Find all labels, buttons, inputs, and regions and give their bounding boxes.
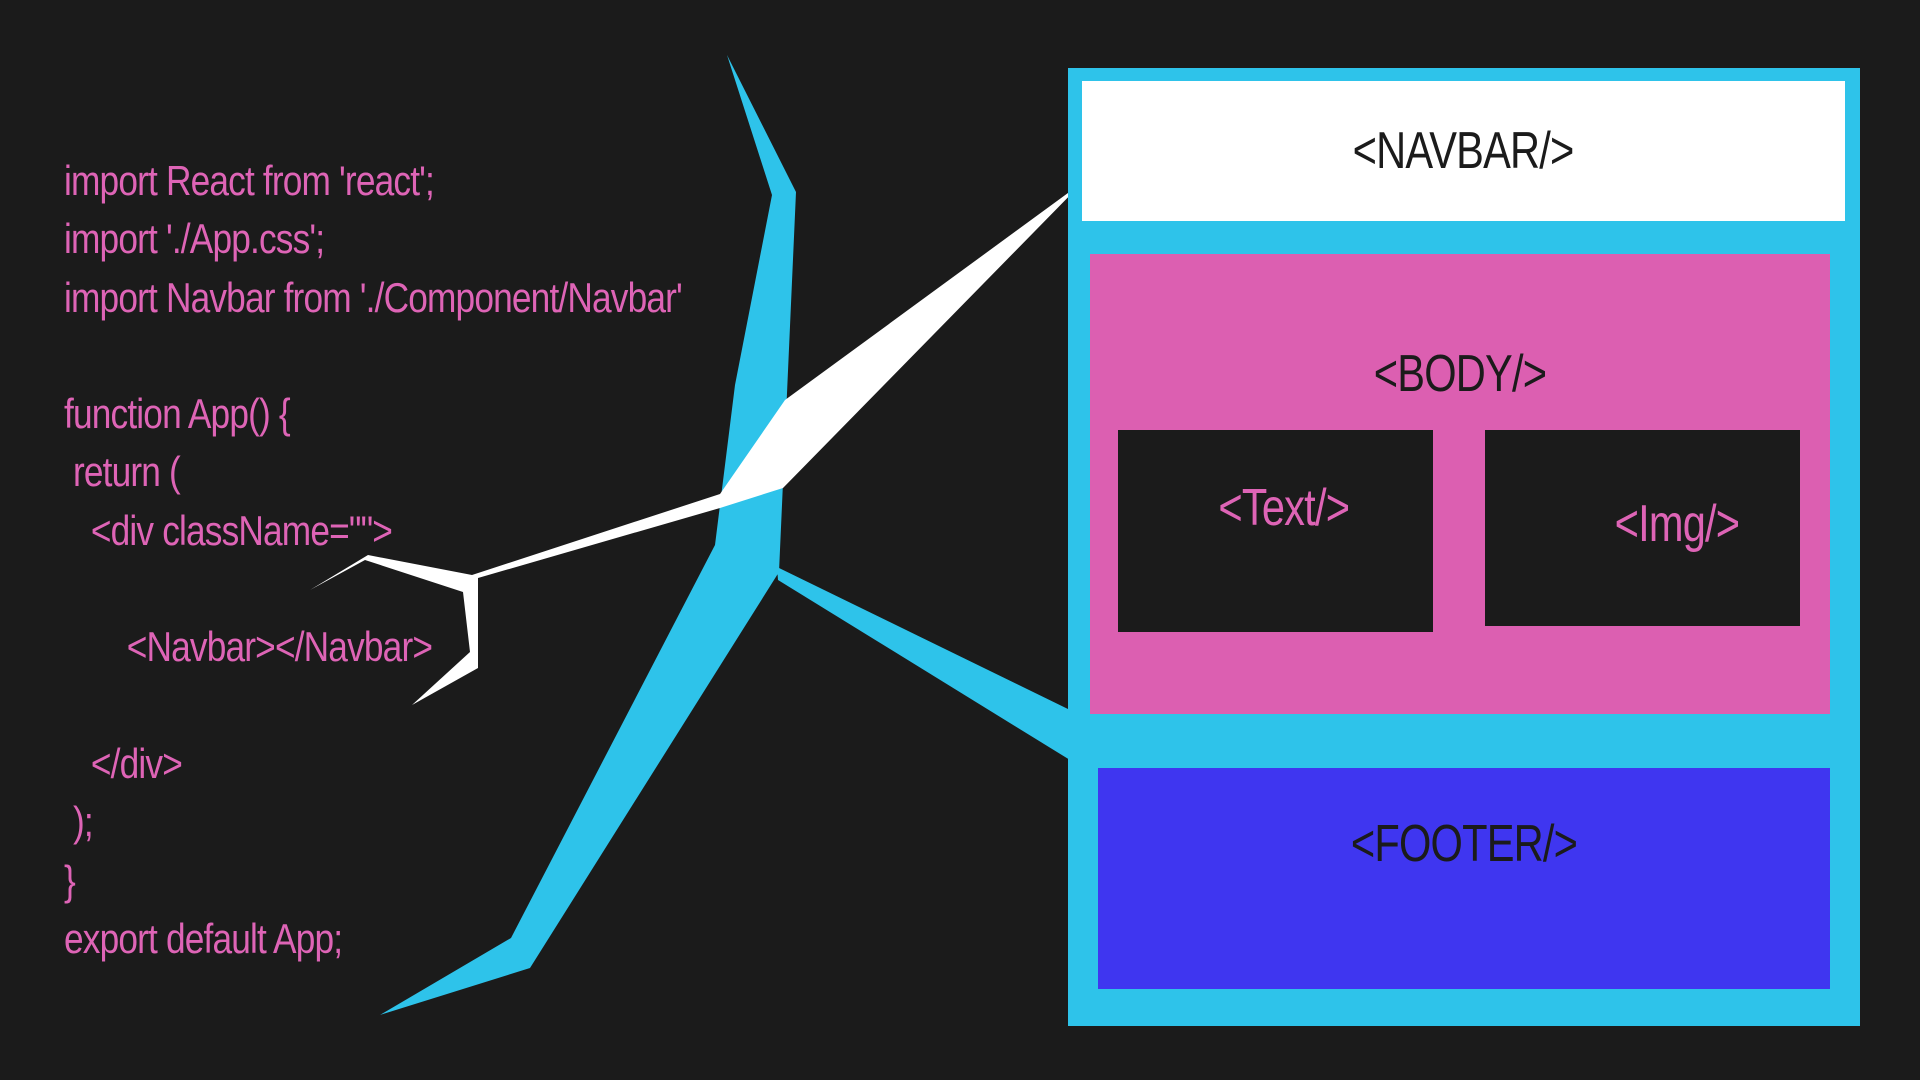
- text-block: <Text/>: [1118, 430, 1433, 632]
- code-line: }: [64, 856, 76, 904]
- app-layout-frame: <NAVBAR/> <BODY/> <Text/> <Img/> <FOOTER…: [1068, 68, 1860, 1026]
- code-line: function App() {: [64, 390, 291, 438]
- code-line: import Navbar from './Component/Navbar': [64, 273, 683, 321]
- body-block: <BODY/> <Text/> <Img/>: [1090, 254, 1830, 714]
- text-label: <Text/>: [1218, 479, 1350, 537]
- code-line: <Navbar></Navbar>: [64, 623, 433, 671]
- code-line: import './App.css';: [64, 215, 325, 263]
- code-line: <div className="">: [64, 506, 393, 554]
- code-line: import React from 'react';: [64, 157, 435, 204]
- code-block: import React from 'react'; import './App…: [64, 152, 683, 968]
- img-label: <Img/>: [1614, 495, 1740, 553]
- footer-label: <FOOTER/>: [1350, 815, 1578, 873]
- blue-arrow-connector: [777, 567, 1070, 760]
- footer-block: <FOOTER/>: [1098, 768, 1830, 989]
- navbar-block: <NAVBAR/>: [1082, 81, 1845, 221]
- code-line: );: [64, 798, 94, 846]
- navbar-label: <NAVBAR/>: [1353, 122, 1575, 180]
- code-line: return (: [64, 448, 181, 496]
- code-line: [64, 560, 682, 618]
- img-block: <Img/>: [1485, 430, 1800, 626]
- code-line: </div>: [64, 739, 183, 787]
- code-line: [64, 677, 682, 735]
- blue-bracket-connector: [380, 55, 796, 1015]
- code-line: [64, 327, 682, 385]
- body-label: <BODY/>: [1373, 345, 1547, 403]
- code-line: export default App;: [64, 914, 343, 962]
